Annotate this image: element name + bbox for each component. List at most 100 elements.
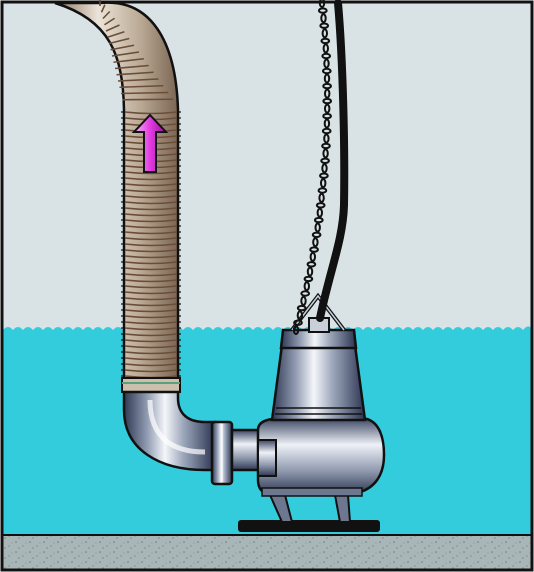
hose-rib (100, 4, 106, 13)
lifting-chain (292, 0, 333, 335)
chain-link (324, 103, 331, 114)
chain-link (314, 216, 324, 224)
hose-rib (124, 225, 178, 229)
hose-rib (124, 267, 178, 271)
hose-rib (108, 37, 130, 45)
chain-link (320, 37, 331, 45)
hose-rib (124, 255, 178, 259)
hose-rib (116, 71, 154, 76)
chain-link (309, 251, 316, 262)
chain-link (293, 319, 303, 326)
hose-rib (124, 177, 178, 181)
hose-rib (124, 279, 178, 283)
hose-rib (124, 333, 178, 337)
hose-rib (107, 30, 125, 39)
chain-link (319, 22, 330, 29)
hose-rib (124, 237, 178, 241)
hose-rib (124, 369, 178, 373)
chain-link (322, 67, 332, 75)
elbow-pipe (122, 390, 217, 472)
hose-rib (110, 44, 135, 51)
hose-rib (122, 98, 174, 101)
hose-rib (124, 231, 178, 235)
power-cable (316, 0, 349, 322)
chain-link (303, 275, 314, 283)
hose-rib (124, 273, 178, 277)
chain-link (321, 127, 332, 135)
hose-rib (119, 84, 164, 89)
chain-link (311, 231, 322, 239)
chain-link (315, 202, 326, 209)
floor (3, 535, 531, 569)
chain-link (324, 88, 331, 99)
chain-link (322, 82, 332, 90)
chain-link (300, 290, 311, 297)
chain-link (312, 237, 319, 248)
hose-rib (124, 327, 178, 331)
chain-link (319, 172, 329, 179)
flow-arrow (131, 113, 169, 173)
hose-rib (105, 24, 120, 32)
hose-rib (124, 339, 178, 343)
hose-rib (124, 195, 178, 199)
chain-link (322, 97, 333, 105)
hose-rib (124, 351, 178, 355)
hose-rib (124, 171, 178, 175)
chain-link (300, 295, 307, 306)
hose-rib (124, 309, 178, 313)
hose-rib (124, 345, 178, 349)
chain-link (318, 7, 328, 14)
chain-link (317, 187, 328, 194)
chain-link (320, 178, 327, 189)
hose-rib (124, 297, 178, 301)
hose-rib (114, 64, 149, 70)
chain-link (296, 310, 304, 321)
chain-link (322, 148, 329, 159)
hose-rib (111, 51, 140, 57)
hose-rib (120, 91, 169, 95)
hose-rib (124, 183, 178, 187)
chain-link (323, 58, 330, 69)
chain-link (309, 246, 319, 253)
chain-link (320, 157, 330, 165)
chain-link (323, 133, 330, 144)
chain-link (321, 163, 328, 174)
chain-link (292, 325, 300, 335)
chain-link (318, 192, 325, 203)
chain-link (306, 266, 314, 277)
hose-rib (124, 261, 178, 265)
hose-rib (124, 201, 178, 205)
chain-link (306, 261, 317, 268)
chain-link (321, 52, 332, 60)
hose-rib (124, 189, 178, 193)
hose-rib (124, 285, 178, 289)
chain-link (303, 281, 310, 292)
hose-rib (117, 78, 159, 82)
hose-rib (124, 111, 178, 115)
hose-rib (113, 57, 144, 64)
hose-rib (104, 17, 116, 26)
chain-link (320, 13, 327, 24)
hose-rib (124, 249, 178, 253)
hose-rib (124, 207, 178, 211)
hose-rib (124, 321, 178, 325)
chain-link (314, 222, 321, 233)
hose-rib (124, 219, 178, 223)
chain-link (321, 142, 331, 150)
chain-link (321, 28, 328, 39)
hose-rib (124, 357, 178, 361)
hose-rib (124, 291, 178, 295)
chain-link (318, 0, 326, 8)
hose-rib (124, 363, 178, 367)
chain-link (316, 207, 323, 218)
hose-rib (124, 315, 178, 319)
chain-link (322, 43, 329, 54)
chain-link (322, 112, 332, 120)
hose-rib (124, 243, 178, 247)
hose-rib (124, 213, 178, 217)
chain-link (323, 118, 331, 129)
hose-rib (102, 10, 111, 20)
